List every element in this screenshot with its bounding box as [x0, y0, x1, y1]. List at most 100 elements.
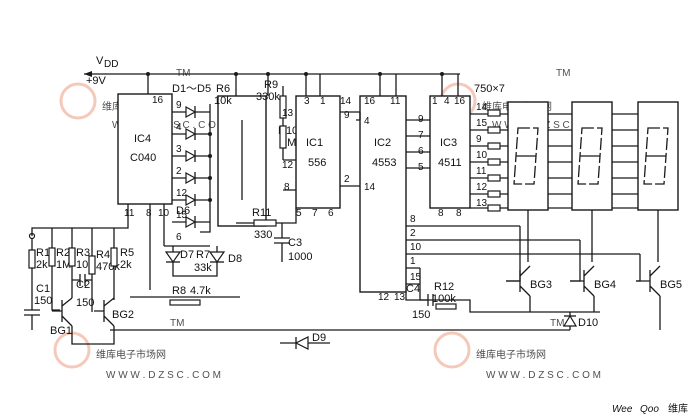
r4-label: R4	[96, 249, 110, 261]
c1-label: C1	[36, 283, 50, 295]
r9-label: R9	[264, 79, 278, 91]
segment-pin: 10	[476, 150, 488, 161]
diode-d10-label: D10	[578, 317, 598, 329]
footer-brand-b: Qoo	[640, 404, 659, 415]
ic2-pin-4: 4	[364, 116, 370, 127]
timing-capacitor: R11 330 C3 1000	[236, 207, 312, 263]
watermark-tm: TM	[550, 318, 564, 329]
transistor-icon	[52, 297, 73, 327]
ic3-pin-6: 6	[418, 146, 424, 157]
c4-r12: C4 150 R12 100k	[405, 281, 457, 321]
counter-pin: 12	[176, 188, 188, 199]
ic4-chip: IC4 C040 16 11 8 10	[117, 93, 173, 219]
r2-value: 1M	[56, 259, 71, 271]
r8-label: R8	[172, 285, 186, 297]
r11-label: R11	[252, 207, 271, 219]
r5-resistor-icon	[110, 247, 118, 267]
transistor-icon	[636, 265, 661, 297]
r3-label: R3	[76, 247, 90, 259]
seven-segment-display	[507, 101, 549, 211]
vdd-label: V	[96, 55, 104, 67]
seven-segment-display	[637, 101, 679, 211]
ic2-chip: IC2 4553 16 11 4 14 8 2 10 1 15 12 13	[356, 95, 640, 303]
ic4-pin-11: 11	[124, 208, 135, 219]
ic4-pin-16: 16	[152, 95, 164, 106]
counter-pin: 15	[176, 210, 188, 221]
feedback-diodes: D7 R7 33k D8 R8 4.7k	[130, 204, 242, 306]
r10-resistor-icon	[279, 125, 287, 149]
c4-label: C4	[406, 283, 420, 295]
ic2-pin-16: 16	[364, 96, 376, 107]
r1-value: 2k	[36, 259, 48, 271]
diode-icon	[294, 336, 309, 350]
ic2-pin-1: 1	[410, 256, 416, 267]
diode-d9: D9	[280, 332, 330, 350]
r6-label: R6	[216, 83, 230, 95]
ic1-pin-12: 12	[282, 160, 294, 171]
ic1-chip: IC1 556 3 1 14 9 13 12 8 2 5 7 6	[282, 95, 360, 219]
r2-label: R2	[56, 247, 70, 259]
r1-label: R1	[36, 247, 50, 259]
diode-d6-label: D6	[176, 205, 190, 217]
c2-value: 150	[76, 297, 94, 309]
ic3-part: 4511	[438, 157, 462, 169]
footer-brand-a: Wee	[612, 404, 633, 415]
diode-icon	[164, 251, 182, 264]
watermark-brand: 维库电子市场网	[476, 348, 546, 361]
ic2-pin-12: 12	[378, 292, 390, 303]
ic3-pin-5: 5	[418, 162, 424, 173]
r11-resistor-icon	[253, 219, 277, 227]
counter-pin: 2	[176, 166, 182, 177]
segment-pin: 13	[476, 198, 488, 209]
ic1-pin-6: 6	[328, 208, 334, 219]
ic2-pin-15: 15	[410, 272, 422, 283]
ic3-pin-1: 1	[432, 96, 438, 107]
transistor-icon	[94, 297, 115, 327]
ic3-pin-4: 4	[444, 96, 450, 107]
r7-value: 33k	[194, 262, 212, 274]
transistor-bg3-label: BG3	[530, 279, 552, 291]
ic1-pin-7: 7	[312, 208, 318, 219]
r12-resistor-icon	[435, 303, 457, 310]
segment-bus: 750×7 14 15 9 10 11 12 13	[470, 83, 638, 212]
ic3-pin-7: 7	[418, 130, 424, 141]
segment-pin: 15	[476, 118, 488, 129]
r5-label: R5	[120, 247, 134, 259]
diode-d8-label: D8	[228, 253, 242, 265]
ic1-pin-9: 9	[344, 110, 350, 121]
c2-label: C2	[76, 279, 90, 291]
r11-value: 330	[254, 229, 272, 241]
ic3-name: IC3	[440, 137, 457, 149]
ic1-name: IC1	[306, 137, 323, 149]
supply-voltage-label: +9V	[86, 75, 107, 87]
c3-label: C3	[288, 237, 302, 249]
ic3-pin-16: 16	[454, 96, 466, 107]
digit-drivers: BG3 BG4 BG5	[419, 210, 682, 330]
watermark-tm: TM	[170, 318, 184, 329]
r4-resistor-icon	[88, 255, 96, 275]
counter-pin: 4	[176, 122, 182, 133]
r5-value: 2k	[120, 259, 132, 271]
diode-icon	[172, 127, 210, 141]
r1-resistor-icon	[28, 249, 36, 269]
c3-value: 1000	[288, 251, 312, 263]
ic1-pin-13: 13	[282, 108, 294, 119]
timing-resistors: R9 330k R10 1M	[256, 79, 298, 160]
ic2-pin-8: 8	[410, 214, 416, 225]
ic1-pin-5: 5	[296, 208, 302, 219]
watermark-url: W W W . D Z S C . C O M	[486, 370, 601, 381]
c1-value: 150	[34, 295, 52, 307]
transistor-bg4-label: BG4	[594, 279, 616, 291]
diode-icon	[172, 193, 210, 207]
r7-label: R7	[196, 249, 210, 261]
segment-pin: 9	[476, 134, 482, 145]
r12-value: 100k	[432, 293, 456, 305]
diode-d1-d5-label: D1～D5	[172, 83, 211, 95]
ic4-pin-8: 8	[146, 208, 152, 219]
ic1-pin-8: 8	[284, 182, 290, 193]
supply-arrow-icon	[84, 71, 92, 77]
r3-resistor-icon	[68, 247, 76, 267]
diode-d10: D10	[110, 312, 598, 331]
counter-pin: 9	[176, 100, 182, 111]
ic4-name: IC4	[134, 133, 151, 145]
